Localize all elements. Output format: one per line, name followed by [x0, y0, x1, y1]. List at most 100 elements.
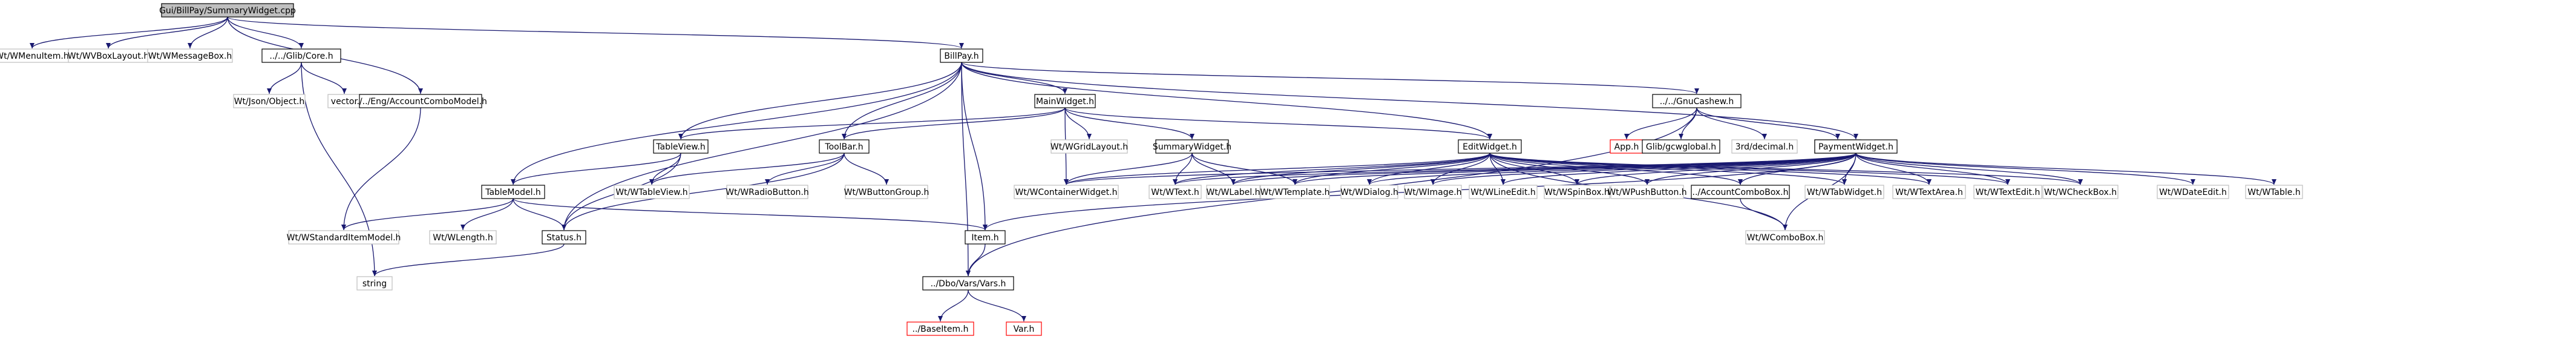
node-summarywidget[interactable]: SummaryWidget.h [1153, 139, 1231, 154]
node-label: Wt/WRadioButton.h [726, 188, 808, 197]
edge-paymentwidget-to-wtable [1855, 153, 2276, 185]
node-wjson[interactable]: Wt/Json/Object.h [233, 94, 306, 108]
node-mainwidget[interactable]: MainWidget.h [1034, 94, 1096, 108]
node-wtextarea[interactable]: Wt/WTextArea.h [1892, 185, 1966, 199]
edge-mainwidget-to-toolbar [842, 107, 1066, 140]
node-label: App.h [1614, 142, 1639, 152]
edge-editwidget-to-wtemplate [1293, 153, 1490, 185]
node-wcheckbox[interactable]: Wt/WCheckBox.h [2042, 185, 2119, 199]
node-tablemodel[interactable]: TableModel.h [481, 185, 545, 199]
edge-mainwidget-to-tableview [678, 107, 1066, 140]
node-vector[interactable]: vector [327, 94, 361, 108]
node-apph[interactable]: App.h [1610, 139, 1644, 154]
node-wradiobutton[interactable]: Wt/WRadioButton.h [726, 185, 809, 199]
node-paymentwidget[interactable]: PaymentWidget.h [1814, 139, 1898, 154]
edge-paymentwidget-to-wtextedit [1855, 153, 2010, 185]
node-wvboxlayout[interactable]: Wt/WVBoxLayout.h [68, 48, 149, 63]
edge-toolbar-to-wradiobutton [765, 153, 845, 185]
node-itemh[interactable]: Item.h [965, 230, 1006, 245]
node-accountcombobox[interactable]: ../AccountComboBox.h [1691, 185, 1790, 199]
node-label: Wt/WTextArea.h [1895, 188, 1963, 197]
node-wdateedit[interactable]: Wt/WDateEdit.h [2157, 185, 2229, 199]
node-wstandarditemmodel[interactable]: Wt/WStandardItemModel.h [287, 230, 401, 245]
node-box [161, 3, 294, 18]
node-label: Wt/WImage.h [1404, 188, 1461, 197]
node-wtableview[interactable]: Wt/WTableView.h [614, 185, 690, 199]
node-box [147, 48, 233, 63]
node-box [356, 276, 393, 291]
edge-toolbar-to-wtableview [649, 153, 845, 185]
node-wtemplate[interactable]: Wt/WTemplate.h [1260, 185, 1330, 199]
node-box [1149, 185, 1202, 199]
node-box [1458, 139, 1522, 154]
node-wspinbox[interactable]: Wt/WSpinBox.h [1544, 185, 1610, 199]
edge-tablemodel-to-wlength [460, 198, 514, 231]
edge-tablemodel-to-statush [513, 198, 566, 231]
node-wdialog[interactable]: Wt/WDialog.h [1340, 185, 1398, 199]
edge-tableview-to-tablemodel [511, 153, 681, 185]
node-label: Wt/WLength.h [433, 233, 493, 243]
edge-paymentwidget-to-wcheckbox [1855, 153, 2083, 185]
node-wcontainerwidget[interactable]: Wt/WContainerWidget.h [1014, 185, 1119, 199]
node-toolbar[interactable]: ToolBar.h [819, 139, 870, 154]
node-3rddecimal[interactable]: 3rd/decimal.h [1731, 139, 1798, 154]
edge-paymentwidget-to-wspinbox [1575, 153, 1857, 185]
node-box [1804, 185, 1884, 199]
node-wlength[interactable]: Wt/WLength.h [429, 230, 497, 245]
edge-gnucashew-to-apph [1624, 107, 1697, 140]
edge-glibcore-to-wjson [267, 62, 302, 94]
node-glibgcwglobal[interactable]: Glib/gcwglobal.h [1642, 139, 1720, 154]
node-label: ../../Glib/Core.h [269, 51, 333, 61]
edge-billpay-to-tablemodel [511, 62, 962, 185]
node-baseitem[interactable]: ../BaseItem.h [906, 321, 974, 336]
node-wmessagebox[interactable]: Wt/WMessageBox.h [147, 48, 233, 63]
edge-dbovarsvars-to-varh [968, 289, 1026, 322]
node-box [1340, 185, 1398, 199]
node-label: Wt/WText.h [1151, 188, 1199, 197]
node-label: MainWidget.h [1036, 97, 1094, 107]
edge-billpay-to-editwidget [961, 62, 1492, 140]
edge-mainwidget-to-summarywidget [1064, 107, 1195, 140]
node-wpushbutton[interactable]: Wt/WPushButton.h [1607, 185, 1687, 199]
node-wlineedit[interactable]: Wt/WLineEdit.h [1469, 185, 1538, 199]
node-box [429, 230, 497, 245]
node-varh[interactable]: Var.h [1006, 321, 1042, 336]
edge-editwidget-to-wlabel [1231, 153, 1490, 185]
edge-paymentwidget-to-wtemplate [1293, 153, 1857, 185]
node-tableview[interactable]: TableView.h [653, 139, 709, 154]
node-wtabwidget[interactable]: Wt/WTabWidget.h [1804, 185, 1884, 199]
node-wimage[interactable]: Wt/WImage.h [1404, 185, 1462, 199]
node-wtext[interactable]: Wt/WText.h [1149, 185, 1202, 199]
node-label: Wt/WGridLayout.h [1050, 142, 1128, 152]
node-wtable[interactable]: Wt/WTable.h [2245, 185, 2303, 199]
edge-billpay-to-gnucashew [961, 62, 1699, 94]
node-wgridlayout[interactable]: Wt/WGridLayout.h [1050, 139, 1128, 154]
node-box [1155, 139, 1229, 154]
node-dbovarsvars[interactable]: ../Dbo/Vars/Vars.h [922, 276, 1014, 291]
node-layer: Gui/BillPay/SummaryWidget.cppWt/WMenuIte… [0, 3, 2303, 336]
edge-paymentwidget-to-wtextarea [1855, 153, 1932, 185]
node-wlabel[interactable]: Wt/WLabel.h [1206, 185, 1260, 199]
node-box [922, 276, 1014, 291]
node-wmenuitem[interactable]: Wt/WMenuItem.h [0, 48, 70, 63]
edge-toolbar-to-wbuttongroup [844, 153, 889, 185]
edge-accountcombobox-to-wcombobox [1740, 198, 1788, 231]
edge-editwidget-to-wtextarea [1489, 153, 1932, 185]
node-label: Wt/WTabWidget.h [1807, 188, 1882, 197]
node-glibcore[interactable]: ../../Glib/Core.h [261, 48, 341, 63]
node-wtextedit[interactable]: Wt/WTextEdit.h [1973, 185, 2042, 199]
node-wcombobox[interactable]: Wt/WComboBox.h [1745, 230, 1825, 245]
node-box [1469, 185, 1538, 199]
node-label: ToolBar.h [824, 142, 863, 152]
node-statush[interactable]: Status.h [542, 230, 586, 245]
node-gnucashew[interactable]: ../../GnuCashew.h [1652, 94, 1742, 108]
edge-statush-to-string [372, 243, 565, 277]
node-wbuttongroup[interactable]: Wt/WButtonGroup.h [844, 185, 929, 199]
node-accountcombomodel[interactable]: ../../Eng/AccountComboModel.h [354, 94, 487, 108]
edge-billpay-to-tableview [678, 62, 962, 140]
node-editwidget[interactable]: EditWidget.h [1458, 139, 1522, 154]
node-label: ../Dbo/Vars/Vars.h [931, 279, 1006, 289]
edge-paymentwidget-to-wlineedit [1501, 153, 1857, 185]
node-string[interactable]: string [356, 276, 393, 291]
node-billpay[interactable]: BillPay.h [940, 48, 983, 63]
